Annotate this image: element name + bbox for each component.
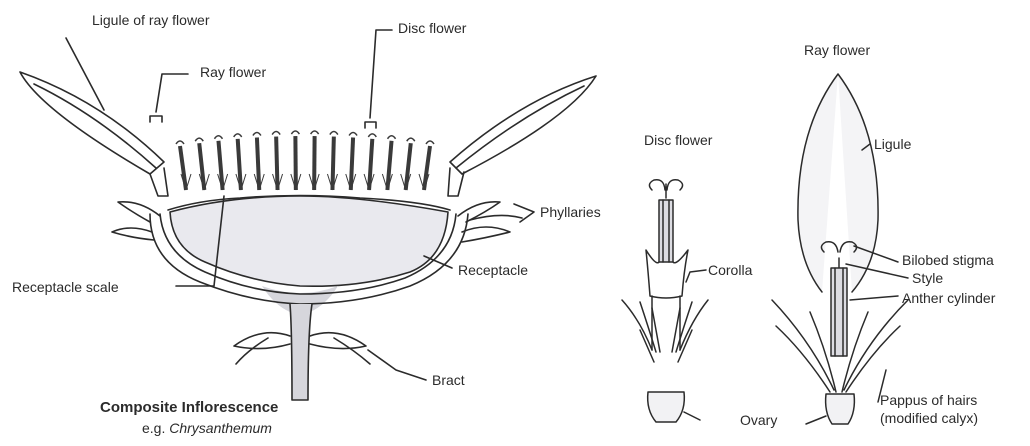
caption-title: Composite Inflorescence — [100, 400, 278, 416]
disc-floret — [401, 138, 415, 190]
caption-example-species: Chrysanthemum — [169, 420, 272, 436]
caption-example-prefix: e.g. — [142, 420, 165, 436]
disc-stigma — [649, 180, 682, 198]
leader-ray-ovary — [806, 416, 826, 424]
label-corolla: Corolla — [708, 262, 752, 278]
label-receptacle-scale: Receptacle scale — [12, 279, 119, 295]
leader-anther-cylinder — [850, 296, 898, 300]
leader-ovary — [684, 412, 700, 420]
phyllary-left — [118, 202, 160, 222]
disc-floret — [214, 136, 227, 190]
disc-floret — [309, 131, 319, 190]
label-pappus-line2: (modified calyx) — [880, 410, 978, 426]
disc-floret — [272, 132, 282, 190]
heading-disc-flower: Disc flower — [644, 132, 712, 148]
ray-anther-cylinder — [831, 268, 847, 356]
disc-ovary — [648, 392, 685, 422]
label-bract: Bract — [432, 372, 465, 388]
disc-floret — [327, 132, 337, 190]
disc-floret — [234, 134, 246, 190]
leader-phyllaries — [514, 204, 534, 222]
disc-floret — [382, 136, 395, 190]
label-style: Style — [912, 270, 943, 286]
label-pappus-line1: Pappus of hairs — [880, 392, 977, 408]
phyllary-right — [458, 202, 500, 222]
ray-flower-bracket — [150, 116, 162, 122]
leader-ray-flower — [156, 74, 188, 112]
label-ligule-of-ray-flower: Ligule of ray flower — [92, 12, 210, 28]
disc-floret — [176, 141, 191, 190]
label-ovary: Ovary — [740, 412, 777, 428]
label-ray-flower: Ray flower — [200, 64, 266, 80]
peduncle — [290, 304, 312, 400]
disc-pappus — [622, 300, 708, 362]
leader-bract — [368, 350, 426, 380]
disc-floret — [195, 138, 209, 190]
label-bilobed-stigma: Bilobed stigma — [902, 252, 994, 268]
label-phyllaries: Phyllaries — [540, 204, 601, 220]
disc-floret — [364, 134, 376, 190]
disc-floret — [253, 132, 264, 190]
disc-floret — [346, 132, 357, 190]
leader-corolla — [686, 270, 706, 282]
label-ligule: Ligule — [874, 136, 911, 152]
receptacle — [170, 196, 448, 286]
label-disc-flower: Disc flower — [398, 20, 466, 36]
caption-example: e.g. Chrysanthemum — [142, 420, 272, 436]
label-anther-cylinder: Anther cylinder — [902, 290, 995, 306]
disc-anther-tube — [659, 200, 673, 262]
ray-ligule — [798, 74, 878, 292]
bract-left — [234, 333, 290, 349]
label-receptacle: Receptacle — [458, 262, 528, 278]
leader-disc-flower — [370, 30, 392, 118]
disc-floret — [419, 141, 434, 190]
disc-flower-bracket — [365, 122, 376, 128]
disc-floret — [291, 131, 301, 190]
heading-ray-flower: Ray flower — [804, 42, 870, 58]
ray-ovary — [826, 394, 855, 424]
